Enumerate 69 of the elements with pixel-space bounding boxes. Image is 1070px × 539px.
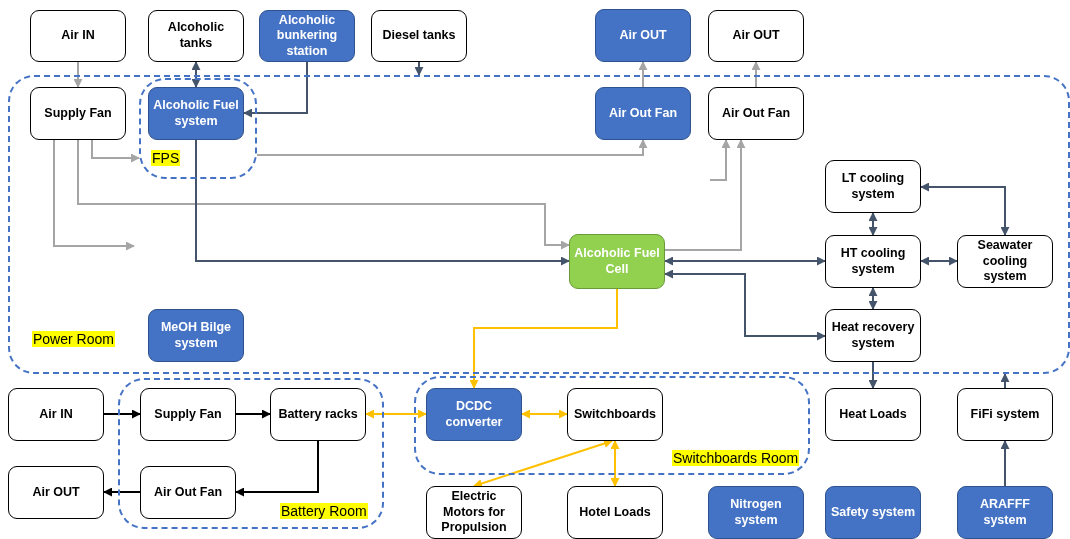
process-box: Hotel Loads [567, 486, 663, 539]
process-box: Air IN [30, 10, 126, 62]
arrow [469, 288, 618, 389]
room-boundary [118, 378, 384, 529]
process-box: Seawater cooling system [957, 235, 1053, 288]
arrow [473, 439, 613, 488]
process-box: Switchboards [567, 388, 663, 441]
process-box: Air OUT [595, 9, 691, 62]
process-box: FiFi system [957, 388, 1053, 441]
arrow [77, 139, 570, 250]
room-label: Power Room [32, 331, 115, 347]
room-boundary [414, 376, 810, 475]
arrow [868, 361, 878, 389]
process-box: Nitrogen system [708, 486, 804, 539]
process-box: Air IN [8, 388, 104, 441]
process-box: Diesel tanks [371, 10, 467, 62]
arrow [920, 256, 958, 266]
arrow [664, 139, 746, 251]
arrow [751, 61, 761, 88]
arrow [91, 139, 140, 163]
arrow [53, 139, 135, 251]
process-box: Alcoholic tanks [148, 10, 244, 62]
process-box: Alcoholic Fuel system [148, 87, 244, 140]
process-box: Air Out Fan [140, 466, 236, 519]
arrow [235, 440, 319, 497]
room-label: Switchboards Room [672, 450, 800, 466]
arrow [256, 139, 648, 156]
arrow [243, 61, 308, 118]
arrow [868, 287, 878, 310]
room-boundary [139, 78, 257, 179]
arrow [235, 409, 271, 419]
arrow [103, 487, 141, 497]
arrow [709, 139, 731, 181]
process-box: Heat Loads [825, 388, 921, 441]
arrow [195, 139, 570, 266]
arrow [664, 269, 826, 341]
process-box: Heat recovery system [825, 309, 921, 362]
process-box: DCDC converter [426, 388, 522, 441]
process-box: HT cooling system [825, 235, 921, 288]
arrow [103, 409, 141, 419]
arrow [664, 256, 826, 266]
process-box: Electric Motors for Propulsion [426, 486, 522, 539]
arrow [1000, 373, 1010, 389]
arrow [920, 182, 1010, 236]
room-boundary [8, 75, 1070, 374]
process-box: Battery racks [270, 388, 366, 441]
arrow [868, 212, 878, 236]
arrow [610, 440, 620, 487]
process-box: Air Out Fan [595, 87, 691, 140]
arrow [414, 61, 424, 76]
arrow [365, 409, 427, 419]
process-box: Safety system [825, 486, 921, 539]
arrow [73, 61, 83, 88]
process-box: ARAFFF system [957, 486, 1053, 539]
process-box: Air OUT [8, 466, 104, 519]
process-box: Supply Fan [140, 388, 236, 441]
room-label: Battery Room [280, 503, 368, 519]
process-box: MeOH Bilge system [148, 309, 244, 362]
process-box: LT cooling system [825, 160, 921, 213]
arrow [1000, 440, 1010, 487]
process-box: Alcoholic bunkering station [259, 10, 355, 62]
arrow [521, 409, 568, 419]
arrow [191, 61, 201, 88]
process-box: Air Out Fan [708, 87, 804, 140]
process-box: Alcoholic Fuel Cell [569, 234, 665, 289]
process-box: Supply Fan [30, 87, 126, 140]
arrow [638, 61, 648, 88]
room-label: FPS [151, 150, 181, 166]
process-box: Air OUT [708, 10, 804, 62]
